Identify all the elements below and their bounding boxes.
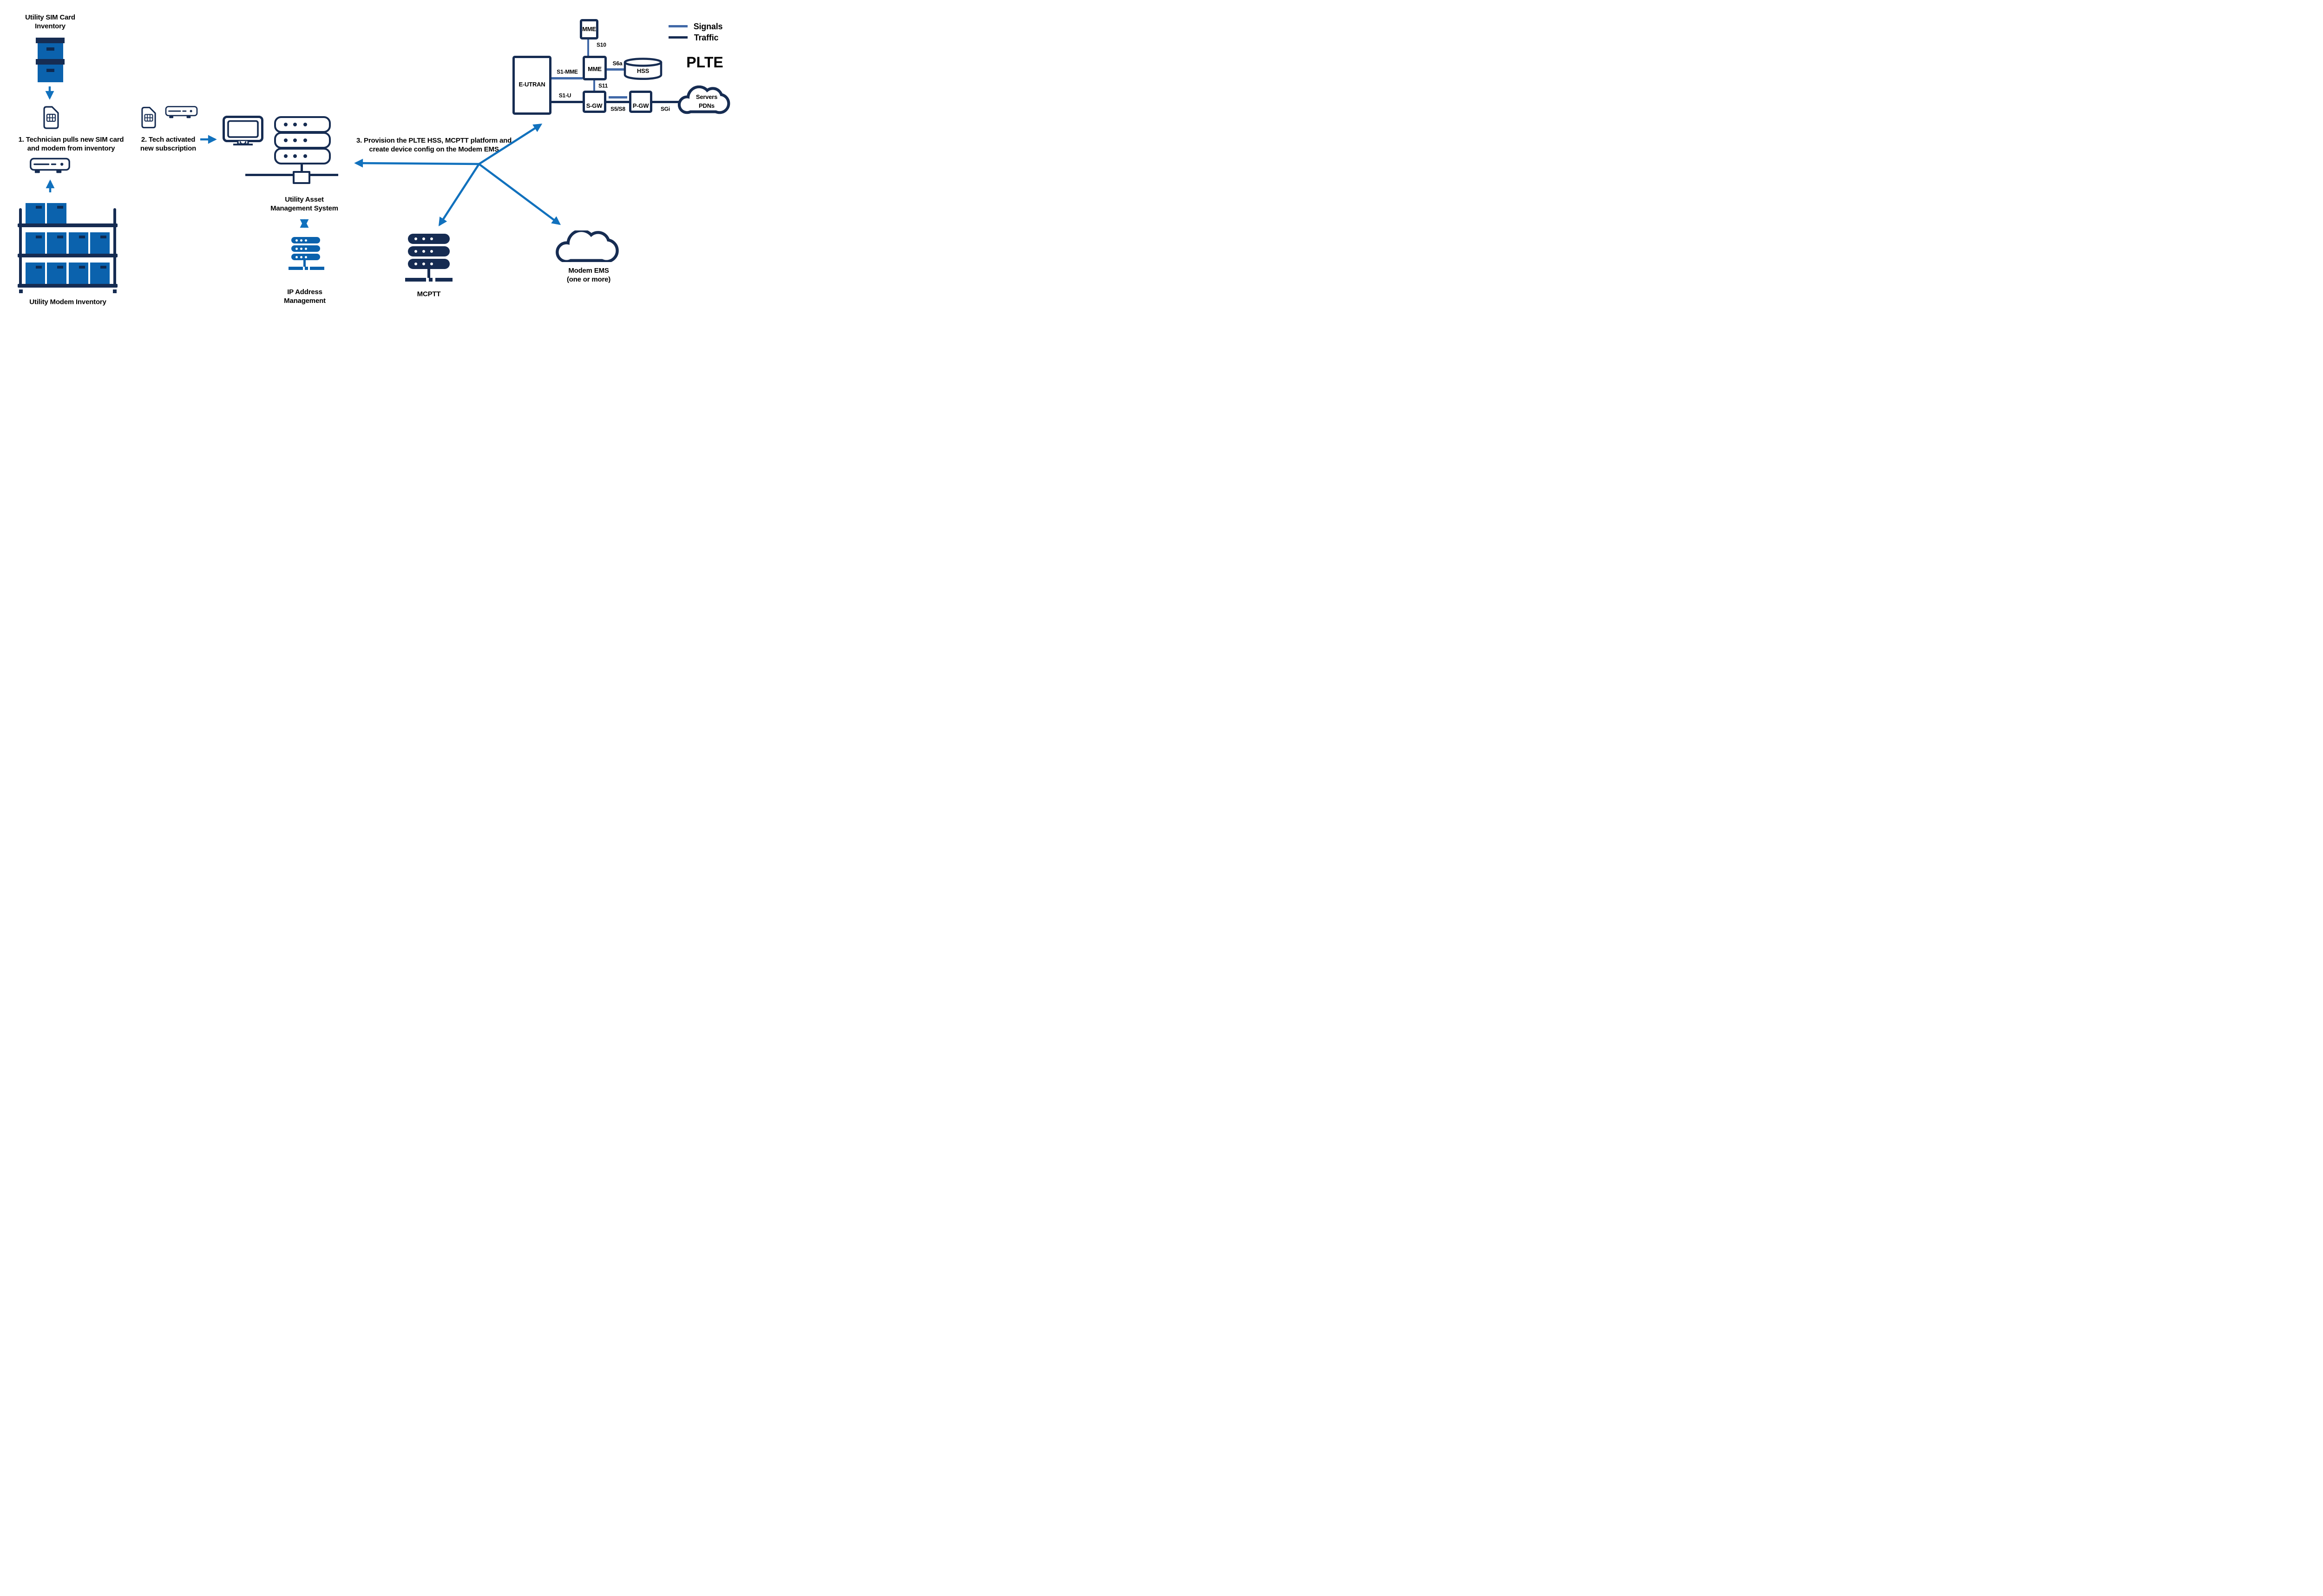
sgw-label: S-GW xyxy=(586,102,603,109)
mme-top-box xyxy=(580,19,598,39)
s5s8-line xyxy=(609,96,627,99)
mme-label: MME xyxy=(588,65,602,72)
modem-icon-2 xyxy=(165,106,198,118)
sgw-box xyxy=(583,91,606,113)
s11-line xyxy=(593,80,595,92)
modem-ems-label-line2: (one or more) xyxy=(566,275,611,283)
provisioning-diagram: Utility SIM Card Inventory 1. Technician… xyxy=(0,0,743,319)
link-label-sgi: SGi xyxy=(660,105,670,112)
eutran-box xyxy=(512,56,551,115)
sim-inventory-title-line2: Inventory xyxy=(35,22,66,30)
shelf-box xyxy=(26,232,45,254)
s6a-line xyxy=(607,68,626,71)
step-3-line2: create device config on the Modem EMS xyxy=(369,145,499,153)
modem-ems-label-line1: Modem EMS xyxy=(568,267,609,275)
mme-box xyxy=(583,56,607,80)
shelf-box xyxy=(90,263,110,284)
uams-label-line2: Management System xyxy=(270,204,338,212)
legend-signals-line xyxy=(669,25,688,27)
shelf-box xyxy=(90,232,110,254)
modem-ems-cloud-icon xyxy=(556,230,619,262)
legend-traffic-label: Traffic xyxy=(694,33,719,42)
servers-label: Servers xyxy=(696,93,718,100)
mcptt-label: MCPTT xyxy=(417,290,441,298)
s1u-line xyxy=(551,101,583,103)
modem-ems-label: Modem EMS (one or more) xyxy=(542,267,635,284)
shelf-box xyxy=(69,263,88,284)
step-1-line2: and modem from inventory xyxy=(27,144,115,152)
link-label-s5s8: S5/S8 xyxy=(610,105,625,112)
sim-inventory-title: Utility SIM Card Inventory xyxy=(4,13,97,31)
shelf-box xyxy=(47,203,66,223)
pgw-box xyxy=(629,91,652,113)
sim-card-icon-2 xyxy=(141,106,156,129)
link-label-s6a: S6a xyxy=(612,60,623,67)
step-2-text: 2. Tech activated new subscription xyxy=(131,136,205,153)
shelf-box xyxy=(26,203,45,223)
step-3-line1: 3. Provision the PLTE HSS, MCPTT platfor… xyxy=(356,137,512,144)
legend-traffic-line xyxy=(669,36,688,39)
fan-arrow-to-modem-ems xyxy=(478,163,561,225)
sim-card-icon xyxy=(43,106,59,129)
s10-line xyxy=(587,39,589,57)
hss-label: HSS xyxy=(637,67,650,74)
plte-title: PLTE xyxy=(686,54,723,71)
pdns-label: PDNs xyxy=(699,102,715,109)
ipam-label-line1: IP Address xyxy=(287,288,322,296)
link-label-s1u: S1-U xyxy=(558,92,571,99)
legend-signals-label: Signals xyxy=(693,21,723,31)
utility-modem-inventory-label: Utility Modem Inventory xyxy=(29,298,106,306)
step-1-text: 1. Technician pulls new SIM card and mod… xyxy=(11,136,131,153)
step-3-text: 3. Provision the PLTE HSS, MCPTT platfor… xyxy=(341,137,527,154)
uams-label: Utility Asset Management System xyxy=(258,196,351,213)
shelf-box xyxy=(26,263,45,284)
fan-arrow-to-mcptt xyxy=(438,163,480,227)
sim-inventory-title-line1: Utility SIM Card xyxy=(25,13,75,21)
uams-label-line1: Utility Asset xyxy=(285,196,324,204)
eutran-label: E-UTRAN xyxy=(518,80,545,88)
servers-pdns-cloud-icon xyxy=(677,85,730,114)
sgw-pgw-line xyxy=(606,101,629,103)
shelf-box xyxy=(47,232,66,254)
link-label-s1mme: S1-MME xyxy=(557,68,578,75)
link-label-s10: S10 xyxy=(597,41,606,48)
ipam-label-line2: Management xyxy=(284,296,326,305)
s1mme-line xyxy=(551,77,583,79)
monitor-icon xyxy=(223,116,263,145)
link-label-s11: S11 xyxy=(598,82,608,89)
modem-icon xyxy=(30,158,70,173)
shelf-box xyxy=(47,263,66,284)
step-1-line1: 1. Technician pulls new SIM card xyxy=(18,136,124,144)
mme-top-label: MME xyxy=(582,25,596,33)
pgw-label: P-GW xyxy=(632,102,649,109)
sgi-line xyxy=(652,101,681,103)
fan-arrow-to-uams xyxy=(354,158,479,168)
ipam-label: IP Address Management xyxy=(258,288,351,306)
hss-cylinder-icon xyxy=(623,58,663,80)
step-2-line1: 2. Tech activated xyxy=(141,136,196,144)
step-2-line2: new subscription xyxy=(140,144,197,152)
shelf-box xyxy=(69,232,88,254)
